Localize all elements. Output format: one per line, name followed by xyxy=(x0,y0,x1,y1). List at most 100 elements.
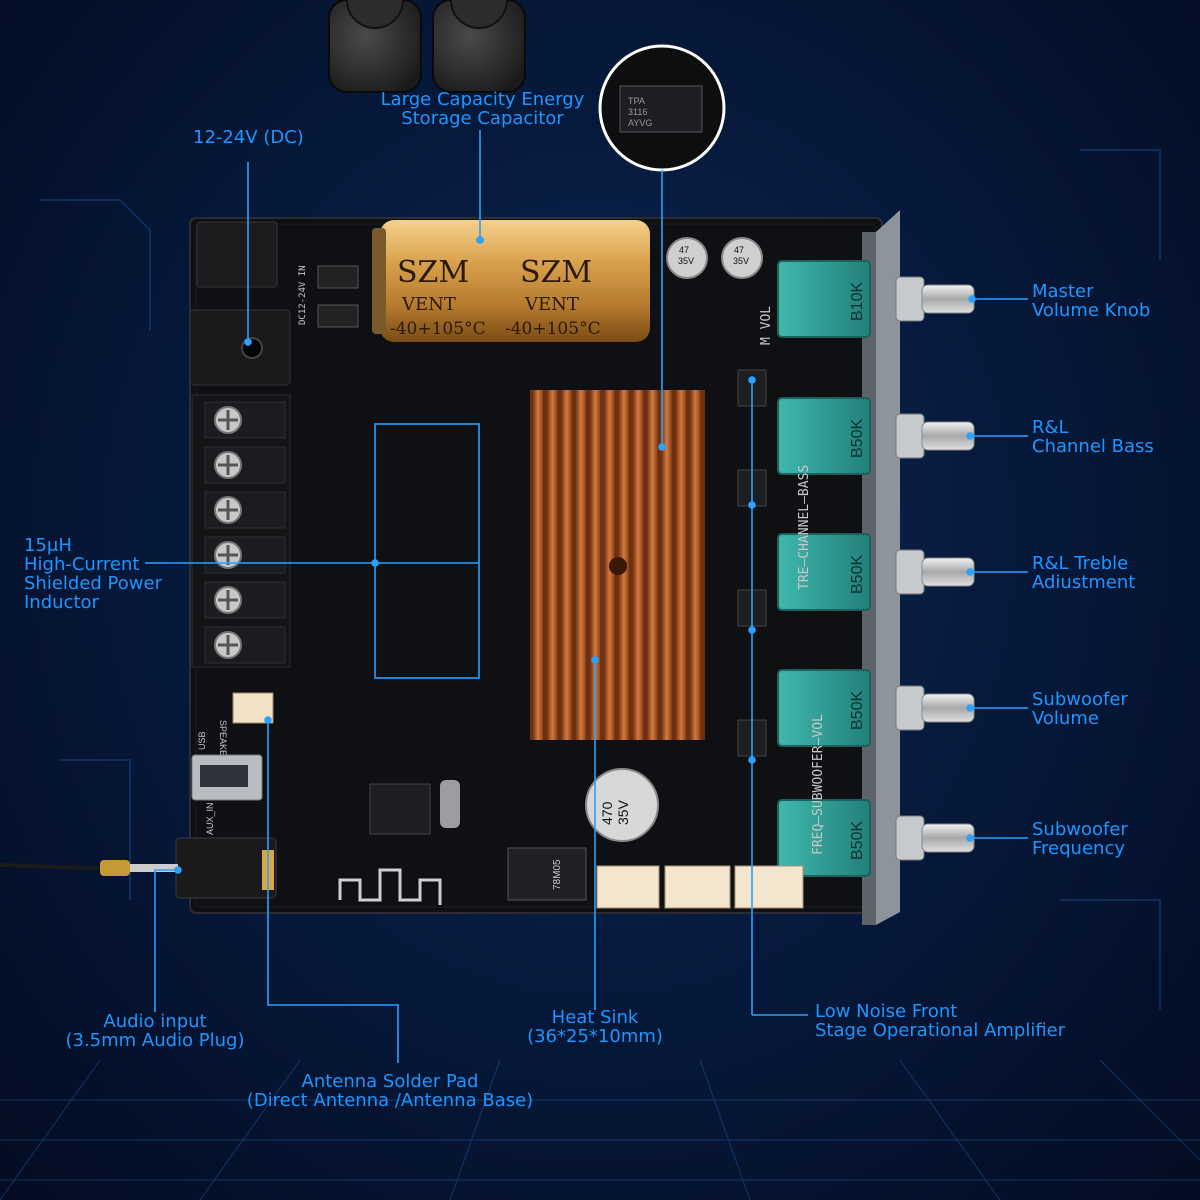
callout-storage-capacitor: Large Capacity Energy Storage Capacitor xyxy=(370,90,595,128)
callout-master-line-1: Master xyxy=(1032,281,1094,302)
bottom-components: USB AUX_IN 78M05 470 35V xyxy=(175,692,804,909)
pot-value: B50K xyxy=(849,419,866,458)
diodes xyxy=(317,265,359,328)
callout-subvol-line-1: Subwoofer xyxy=(1032,689,1128,710)
heatsink-fin xyxy=(575,390,586,740)
inductor-marking: 150 xyxy=(0,0,27,4)
callout-antenna: Antenna Solder Pad (Direct Antenna /Ante… xyxy=(230,1072,550,1110)
potentiometer: B10K xyxy=(777,260,975,338)
small-cap-voltage-2: 35V xyxy=(733,256,749,266)
callout-heatsink-line-2: (36*25*10mm) xyxy=(527,1026,663,1047)
callout-capacitor-line-2: Storage Capacitor xyxy=(401,108,564,129)
screw-slot-icon xyxy=(218,590,238,610)
inductor-marking: 150 xyxy=(0,0,27,4)
callout-treble-line-2: Adiustment xyxy=(1032,572,1136,593)
leader-lines xyxy=(145,130,1028,1063)
callout-heat-sink: Heat Sink (36*25*10mm) xyxy=(510,1008,680,1046)
speaker-silkscreen: SPEAKER xyxy=(218,720,228,763)
inductor-marking: 150 xyxy=(0,0,27,4)
potentiometer: B50K xyxy=(777,533,975,611)
screw-slot-icon xyxy=(218,500,238,520)
heat-sink xyxy=(530,390,705,740)
capacitor-vent-2: VENT xyxy=(524,294,579,315)
pot-bushing xyxy=(895,815,925,861)
callout-dc-line-1: 12-24V (DC) xyxy=(193,127,304,148)
background-grid xyxy=(0,149,1200,1200)
callout-subvol-line-2: Volume xyxy=(1032,708,1099,729)
callout-rl-bass: R&L Channel Bass xyxy=(1032,418,1154,456)
silkscreen-tre-bass: TRE—CHANNEL—BASS xyxy=(797,465,812,590)
pot-bushing xyxy=(895,413,925,459)
capacitor-temp-2: -40+105°C xyxy=(505,319,601,339)
callout-heatsink-line-1: Heat Sink xyxy=(551,1007,639,1028)
inductor-marking: 150 xyxy=(0,0,27,4)
chip-marking-3: AYVG xyxy=(628,118,652,128)
callout-subfreq-line-1: Subwoofer xyxy=(1032,819,1128,840)
callout-dc-input: 12-24V (DC) xyxy=(193,128,304,147)
callout-opamp-line-1: Low Noise Front xyxy=(815,1001,958,1022)
pot-bushing xyxy=(895,685,925,731)
audio-cable xyxy=(0,860,178,876)
heatsink-fin xyxy=(547,390,558,740)
heatsink-fin xyxy=(676,390,686,740)
potentiometer: B50K xyxy=(777,669,975,747)
potentiometer: B50K xyxy=(777,799,975,877)
silkscreen-mvol: M VOL xyxy=(759,306,774,345)
capacitor-brand-1: SZM xyxy=(397,255,469,290)
pot-value: B50K xyxy=(849,821,866,860)
pot-bushing xyxy=(895,549,925,595)
power-inductor: 150 xyxy=(0,0,422,93)
callout-bass-line-2: Channel Bass xyxy=(1032,436,1154,457)
small-cap-value-2: 47 xyxy=(734,245,744,255)
heatsink-fin xyxy=(647,390,658,740)
callout-sub-volume: Subwoofer Volume xyxy=(1032,690,1128,728)
dc-silkscreen: DC12-24V IN xyxy=(298,265,308,325)
heatsink-fin xyxy=(690,390,701,740)
callout-master-line-2: Volume Knob xyxy=(1032,300,1151,321)
callout-inductor-line-1: 15μH xyxy=(24,535,72,556)
inductor-marking: 150 xyxy=(0,0,27,4)
callout-bass-line-1: R&L xyxy=(1032,417,1069,438)
chip-marking-2: 3116 xyxy=(628,107,647,117)
silkscreen-sub-freq-vol: FREQ—SUBWOOFER—VOL xyxy=(811,714,826,855)
callout-opamp-line-2: Stage Operational Amplifier xyxy=(815,1020,1066,1041)
heatsink-fin xyxy=(561,390,572,740)
chip-inset: TPA 3116 AYVG xyxy=(598,44,726,172)
callout-rl-treble: R&L Treble Adiustment xyxy=(1032,554,1135,592)
callout-subfreq-line-2: Frequency xyxy=(1032,838,1125,859)
callout-sub-frequency: Subwoofer Frequency xyxy=(1032,820,1128,858)
knob-shaft-icon xyxy=(921,284,975,314)
callout-audio-input: Audio input (3.5mm Audio Plug) xyxy=(55,1012,255,1050)
dc-jack: DC12-24V IN xyxy=(189,221,308,386)
callout-master-volume: Master Volume Knob xyxy=(1032,282,1150,320)
callout-op-amp: Low Noise Front Stage Operational Amplif… xyxy=(815,1002,1065,1040)
chip-marking-1: TPA xyxy=(628,96,645,106)
pot-value: B50K xyxy=(849,555,866,594)
heatsink-fin xyxy=(661,390,672,740)
callout-inductor: 15μH High-Current Shielded Power Inducto… xyxy=(24,536,162,612)
usb-silkscreen: USB xyxy=(197,731,207,750)
speaker-terminal-block: SPEAKER xyxy=(191,394,291,763)
screw-slot-icon xyxy=(218,410,238,430)
aux-silkscreen: AUX_IN xyxy=(205,802,215,835)
heatsink-fin xyxy=(533,390,543,740)
small-cap-voltage-1: 35V xyxy=(678,256,694,266)
heatsink-fin xyxy=(633,390,644,740)
output-cap-voltage: 35V xyxy=(615,799,631,825)
potentiometer: B50K xyxy=(777,397,975,475)
screw-slot-icon xyxy=(218,545,238,565)
callout-antenna-line-1: Antenna Solder Pad xyxy=(301,1071,479,1092)
inductor-marking: 150 xyxy=(0,0,27,4)
power-inductor: 150 xyxy=(0,0,526,93)
output-cap-value: 470 xyxy=(599,801,615,825)
potentiometer-group: B10K B50K B50K B50K B50K xyxy=(777,260,975,877)
capacitor-temp-1: -40+105°C xyxy=(390,319,486,339)
storage-capacitor: SZM SZM VENT VENT -40+105°C -40+105°C xyxy=(372,220,650,342)
pot-value: B50K xyxy=(849,691,866,730)
heatsink-fin xyxy=(590,390,601,740)
screw-slot-icon xyxy=(218,455,238,475)
callout-antenna-line-2: (Direct Antenna /Antenna Base) xyxy=(246,1090,534,1111)
screw-slot-icon xyxy=(218,635,238,655)
callout-inductor-line-4: Inductor xyxy=(24,592,99,613)
